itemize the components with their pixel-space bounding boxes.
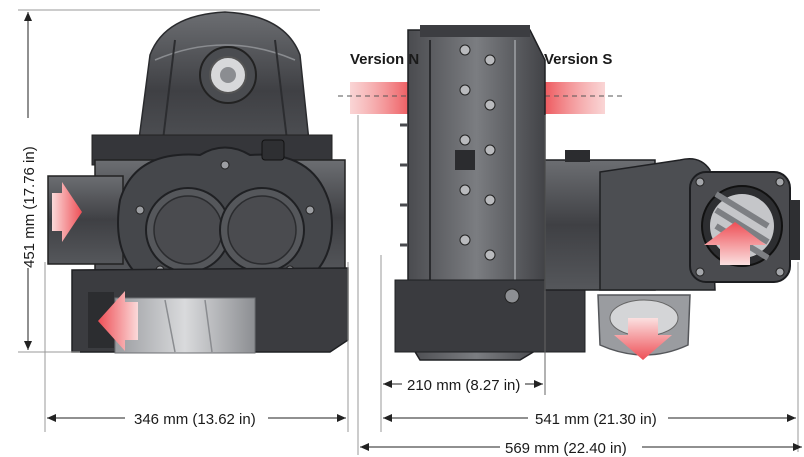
- dimension-lines: [18, 9, 802, 455]
- version-n-label: Version N: [350, 51, 419, 68]
- front-view: [47, 11, 349, 354]
- version-s-label: Version S: [544, 51, 612, 68]
- offset-dimension-label: 210 mm (8.27 in): [407, 377, 520, 394]
- body-length-dimension-label: 541 mm (21.30 in): [535, 411, 657, 428]
- front-outlet-arrow: [98, 291, 138, 351]
- front-inlet-arrow: [52, 182, 82, 242]
- side-view: [338, 25, 800, 361]
- side-outlet-arrow: [614, 318, 672, 360]
- side-base: [394, 279, 586, 353]
- front-width-dimension-label: 346 mm (13.62 in): [134, 411, 256, 428]
- front-motor: [114, 297, 256, 354]
- version-s-band: [545, 82, 605, 114]
- total-length-dimension-label: 569 mm (22.40 in): [505, 440, 627, 457]
- height-dimension-label: 451 mm (17.76 in): [21, 146, 38, 268]
- side-inlet-arrow: [704, 222, 766, 265]
- version-n-band: [350, 82, 410, 114]
